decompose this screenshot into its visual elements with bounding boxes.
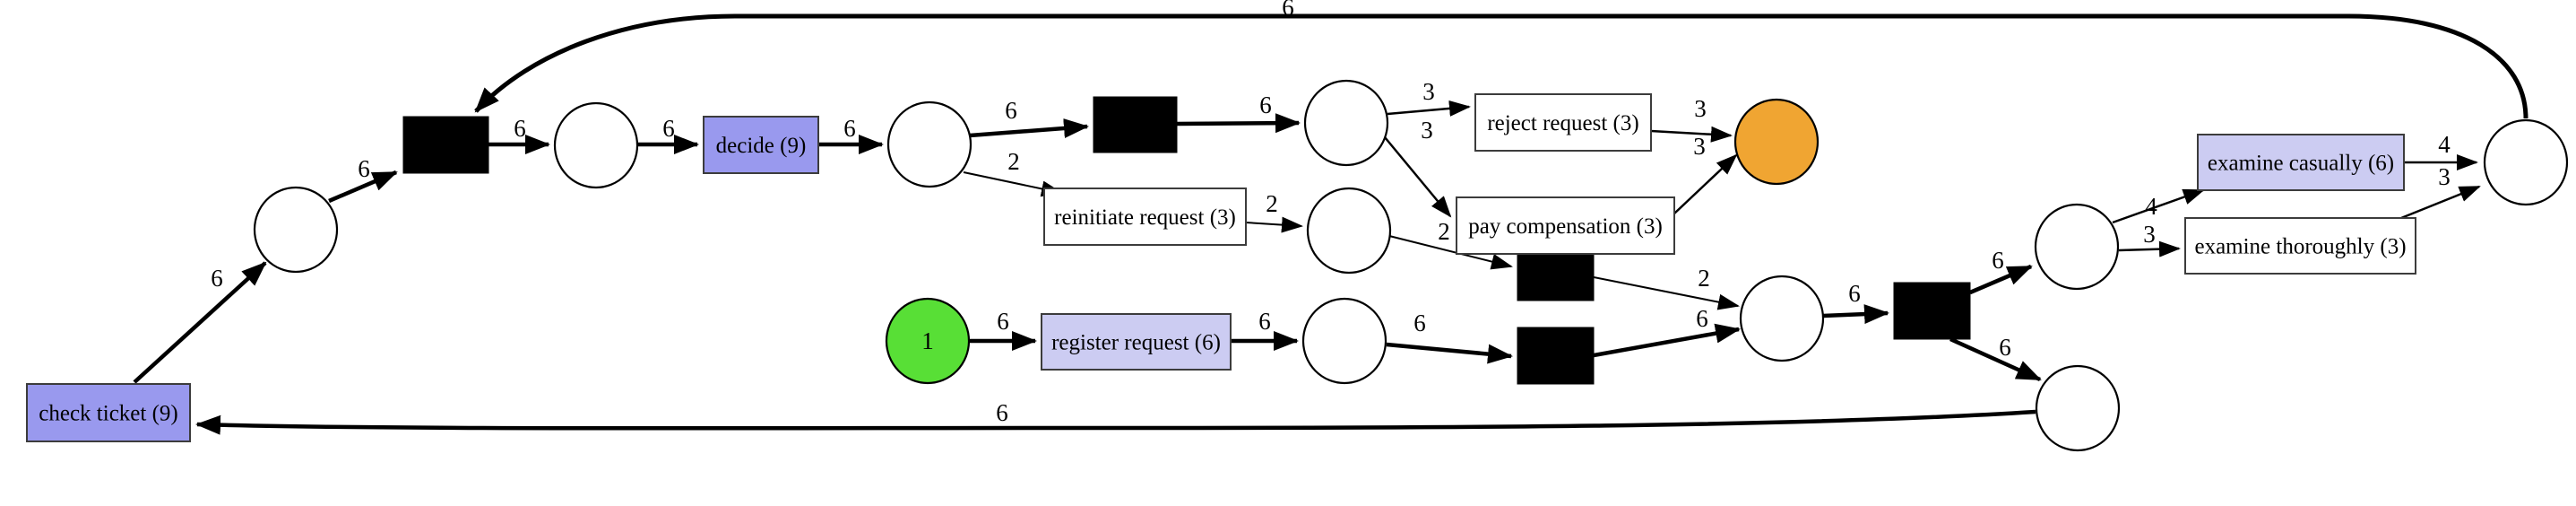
arc-tau-reinitiate-to-join (1593, 276, 1740, 310)
transition-reject-request-label: reject request (3) (1487, 111, 1638, 135)
transition-reinitiate-request-label: reinitiate request (3) (1054, 205, 1236, 230)
place-after-decide (886, 100, 972, 188)
arc-place-to-casually (2112, 188, 2205, 224)
arc-join-to-and-split (1822, 304, 1889, 325)
arc-place-to-thoroughly-label: 3 (2143, 221, 2156, 248)
arc-reinitiate-to-place (1245, 216, 1303, 233)
arc-tau-register-to-join (1593, 323, 1741, 358)
arc-reinitiate-to-place-label: 2 (1266, 190, 1278, 217)
place-before-examine (2034, 203, 2120, 291)
arc-source-to-register-label: 6 (997, 308, 1009, 335)
place-after-reinitiate (1306, 187, 1392, 275)
arc-and-split-to-bottom-place-label: 6 (1999, 334, 2011, 361)
arc-place-to-tau-register (1386, 342, 1513, 364)
arc-loop-top-to-tau-join (474, 13, 2528, 119)
final-marking-place (1733, 98, 1820, 186)
arc-place-to-tau-reinitiate (1388, 235, 1513, 270)
arc-check-to-place-label: 6 (211, 265, 223, 292)
arc-place-to-tau2 (969, 118, 1089, 138)
arc-register-to-place-label: 6 (1258, 308, 1271, 335)
arc-place-to-thoroughly (2118, 240, 2181, 257)
nodes-layer (26, 79, 2569, 452)
transition-examine-casually-label: examine casually (6) (2208, 152, 2394, 176)
arc-place-to-tau-join (328, 170, 398, 204)
arc-place-to-pay (1384, 136, 1452, 218)
transition-examine-thoroughly (2184, 217, 2416, 275)
transition-pay-compensation-label: pay compensation (3) (1468, 214, 1663, 239)
initial-marking-place (885, 297, 971, 385)
transition-register-request (1041, 313, 1232, 371)
silent-transition-loop-join (402, 116, 489, 174)
arc-place-to-reinitiate-label: 2 (1007, 148, 1020, 175)
arc-tau-join-to-place-label: 6 (514, 115, 526, 142)
silent-transition-and-split (1893, 282, 1971, 340)
arc-decide-to-place-label: 6 (843, 115, 856, 142)
arc-place-to-reject (1387, 100, 1471, 117)
transition-decide (703, 116, 819, 174)
silent-transition-register-path (1517, 327, 1595, 385)
arc-place-to-casually-label: 4 (2145, 193, 2157, 220)
place-join-before-and-split (1739, 275, 1825, 362)
arc-and-split-to-bottom-place (1949, 336, 2042, 382)
place-after-register (1301, 297, 1387, 385)
arc-place-to-pay-label: 3 (1421, 117, 1433, 144)
arc-reject-to-sink (1650, 126, 1733, 143)
place-after-tau-join (553, 101, 639, 189)
arc-thoroughly-to-place-label: 3 (2438, 163, 2451, 190)
transition-reject-request (1474, 93, 1652, 152)
arc-loop-top-to-tau-join-label: 6 (1282, 0, 1294, 21)
edges-layer (133, 13, 2528, 435)
place-before-check-ticket (253, 186, 339, 274)
place-before-check-loop (2035, 364, 2121, 452)
arc-place-to-tau-register-label: 6 (1413, 310, 1426, 336)
transition-examine-casually (2197, 134, 2405, 191)
arc-tau-reinitiate-to-join-label: 2 (1698, 265, 1710, 292)
arc-check-to-place (133, 261, 267, 384)
place-before-reject-pay (1303, 79, 1389, 167)
arc-tau-register-to-join-label: 6 (1696, 305, 1708, 332)
arc-pay-to-sink (1673, 153, 1738, 214)
arc-casually-to-place-label: 4 (2438, 131, 2451, 158)
arc-place-to-tau-join-label: 6 (358, 155, 370, 182)
transition-decide-label: decide (9) (716, 134, 807, 158)
transition-check-ticket (26, 383, 191, 442)
arc-loop-bottom-to-check-label: 6 (996, 399, 1008, 426)
arc-place-to-tau-reinitiate-label: 2 (1438, 218, 1450, 245)
initial-marking-place-token-count: 1 (921, 327, 934, 354)
place-after-examine (2483, 118, 2569, 206)
arc-and-split-to-examine-place-label: 6 (1992, 247, 2004, 274)
arc-pay-to-sink-label: 3 (1693, 133, 1706, 160)
arc-join-to-and-split-label: 6 (1848, 280, 1861, 307)
arc-tau2-to-place (1176, 113, 1301, 134)
silent-transition-after-decide (1093, 96, 1178, 153)
arc-place-to-tau2-label: 6 (1005, 97, 1017, 124)
arc-tau2-to-place-label: 6 (1259, 92, 1272, 118)
arc-and-split-to-examine-place (1969, 264, 2033, 295)
transition-pay-compensation (1456, 196, 1675, 255)
transition-register-request-label: register request (6) (1051, 331, 1221, 355)
arc-place-to-reject-label: 3 (1422, 78, 1435, 105)
arc-reject-to-sink-label: 3 (1694, 95, 1707, 122)
arc-place-to-decide-label: 6 (662, 115, 675, 142)
transition-examine-thoroughly-label: examine thoroughly (3) (2194, 235, 2406, 259)
transition-check-ticket-label: check ticket (9) (39, 402, 177, 426)
arc-loop-bottom-to-check (195, 409, 2036, 435)
arc-thoroughly-to-place (2400, 185, 2481, 220)
transition-reinitiate-request (1043, 188, 1247, 246)
